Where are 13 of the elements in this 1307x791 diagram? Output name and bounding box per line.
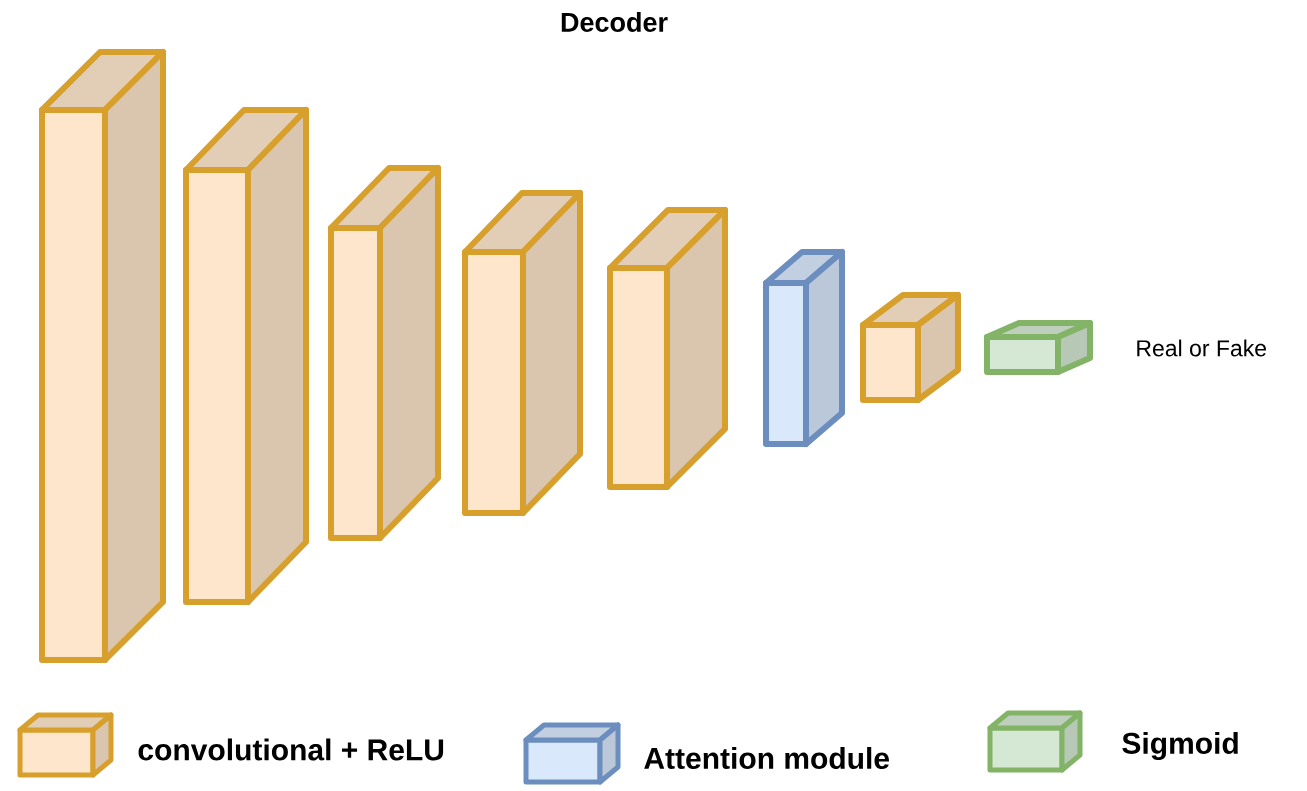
layer-cuboid [860,292,961,403]
layer-cuboid [328,165,441,541]
layer-cuboid [39,49,166,663]
layer-cuboid [763,249,845,447]
layer-cuboid [607,207,728,490]
legend-label: convolutional + ReLU [138,738,444,761]
layer-cuboid [984,320,1093,375]
legend-label: Sigmoid [1122,731,1238,761]
title: Decoder [561,12,668,32]
output-label: Real or Fake [1137,339,1266,357]
legend-label: Attention module [644,747,889,769]
layer-cuboid [462,190,583,516]
layer-cuboid [183,107,309,605]
